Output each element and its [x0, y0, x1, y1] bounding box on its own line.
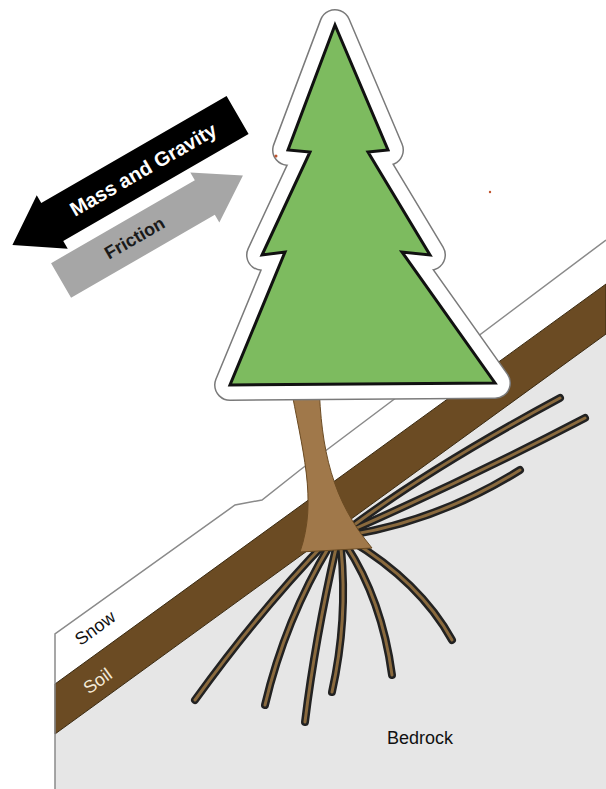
tree-crown: [230, 25, 495, 385]
tree-trunk: [290, 382, 372, 552]
layer-label: Bedrock: [387, 728, 453, 749]
roots-outline: [195, 398, 585, 722]
roots-fill: [195, 398, 585, 722]
speck: [489, 191, 491, 193]
bedrock-layer: [55, 334, 606, 789]
speck: [275, 155, 278, 158]
arrow-body: [47, 150, 258, 305]
